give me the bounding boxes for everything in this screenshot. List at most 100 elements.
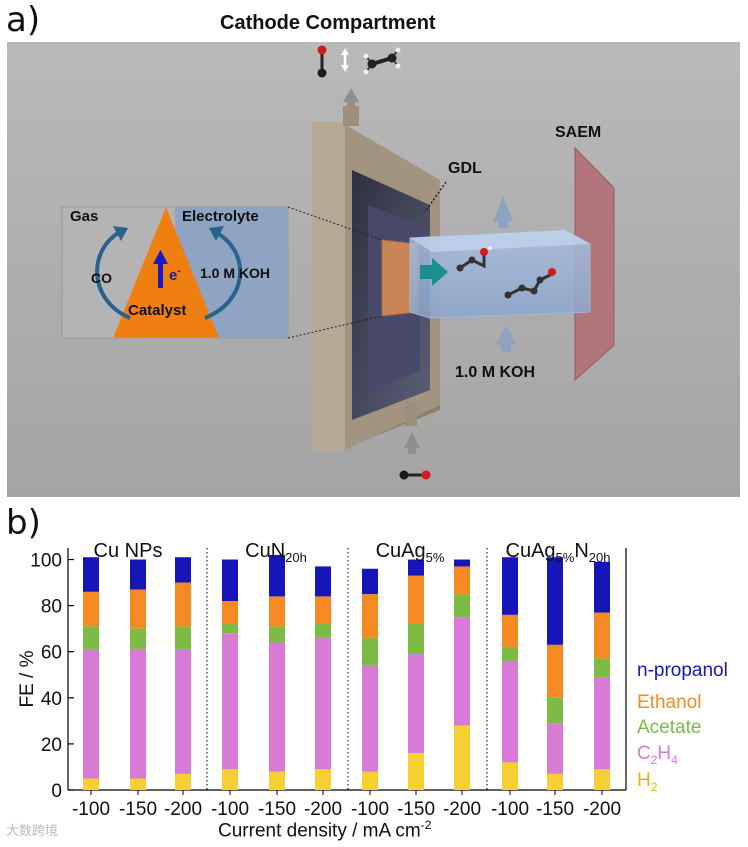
bar-segment-h <box>175 773 191 790</box>
bar-segment-acetate <box>222 624 238 634</box>
legend-h2-h: H <box>637 770 651 791</box>
up-arrow-koh <box>496 325 516 352</box>
bar-segment-n-propanol <box>83 557 99 592</box>
electron-sup: - <box>177 266 181 277</box>
bottom-pipe <box>405 402 417 426</box>
legend-c2h4-h: H <box>657 743 672 764</box>
bar-segment-h <box>454 725 470 790</box>
bar-segment-ethanol <box>269 596 285 627</box>
x-axis-label: Current density / mA cm-2 <box>218 818 431 842</box>
y-tick-label: 20 <box>41 735 62 756</box>
legend-ethanol: Ethanol <box>637 692 702 713</box>
bar-segment-ethanol <box>454 566 470 595</box>
watermark: 大数跨境 <box>6 823 59 838</box>
ethylene-molecule <box>363 47 401 75</box>
bar-segment-acetate <box>269 626 285 643</box>
group-title: CuAg5% <box>376 540 445 565</box>
double-arrow <box>341 48 349 72</box>
bar-segment-h <box>83 778 99 790</box>
bar-segment-ethanol <box>408 575 424 625</box>
up-arrow-bottom <box>404 432 420 454</box>
x-tick-label: -100 <box>72 799 110 820</box>
bar-segment-acetate <box>408 624 424 655</box>
inset-co-label: CO <box>91 270 112 286</box>
x-tick-label: -200 <box>443 799 481 820</box>
top-pipe <box>343 106 359 126</box>
bar-segment-c <box>175 649 191 774</box>
legend-c2h4-sub1: 2 <box>650 752 658 767</box>
y-tick-label: 100 <box>30 551 62 572</box>
bar-segment-ethanol <box>547 644 563 698</box>
bar-segment-h <box>362 771 378 790</box>
panel-a-title: Cathode Compartment <box>220 12 436 34</box>
bar-segment-ethanol <box>83 591 99 627</box>
bar-segment-c <box>130 649 146 779</box>
y-tick-label: 40 <box>41 689 62 710</box>
legend-c2h4-c: C <box>637 743 651 764</box>
bar-segment-n-propanol <box>362 568 378 595</box>
x-tick-label: -100 <box>211 799 249 820</box>
bar-segment-c <box>362 665 378 772</box>
propanol-molecule <box>504 268 556 299</box>
co-molecule-top <box>317 45 327 78</box>
bar-segment-n-propanol <box>408 559 424 576</box>
bar-segment-acetate <box>454 594 470 618</box>
bar-segment-ethanol <box>594 612 610 659</box>
x-tick-label: -150 <box>258 799 296 820</box>
bar-segment-n-propanol <box>594 561 610 613</box>
bar-segment-h <box>502 762 518 790</box>
electrolyte-curve-arrow <box>204 230 242 320</box>
bar-segment-acetate <box>83 626 99 650</box>
legend-acetate: Acetate <box>637 717 702 738</box>
x-axis-label-text: Current density / mA cm <box>218 820 421 842</box>
bar-segment-n-propanol <box>269 554 285 597</box>
bar-segment-acetate <box>594 658 610 678</box>
bar-segment-acetate <box>175 626 191 650</box>
inset-gas-label: Gas <box>70 208 99 225</box>
inset-koh-label: 1.0 M KOH <box>200 265 271 281</box>
bar-segment-n-propanol <box>130 559 146 590</box>
bar-segment-h <box>222 769 238 790</box>
group-title: CuAg5%N20h <box>506 540 611 565</box>
co-curve-arrow <box>95 230 131 320</box>
bar-segment-ethanol <box>502 614 518 648</box>
cathode-diagram <box>7 42 740 497</box>
x-tick-label: -150 <box>536 799 574 820</box>
fe-stacked-bar-chart: 020406080100-100-150-200-100-150-200-100… <box>30 540 627 820</box>
panel-a-label: a) <box>6 0 41 40</box>
x-tick-label: -150 <box>397 799 435 820</box>
legend-h2-sub: 2 <box>650 779 658 794</box>
cell-frame-front <box>312 122 345 450</box>
bar-segment-acetate <box>315 624 331 638</box>
bar-segment-c <box>222 633 238 770</box>
up-arrow-channel <box>493 196 513 228</box>
bar-segment-c <box>454 617 470 726</box>
inset-electron-label: e- <box>169 266 181 284</box>
bar-segment-h <box>408 753 424 790</box>
bar-segment-acetate <box>547 697 563 724</box>
saem-label: SAEM <box>555 124 602 141</box>
up-arrow-top <box>343 88 359 106</box>
group-title: CuN20h <box>245 540 307 565</box>
bar-segment-acetate <box>130 628 146 650</box>
x-tick-label: -200 <box>164 799 202 820</box>
bar-segment-n-propanol <box>547 557 563 645</box>
bar-segment-c <box>547 723 563 774</box>
ethanol-molecule <box>456 246 492 272</box>
bar-segment-h <box>269 771 285 790</box>
y-tick-label: 80 <box>41 597 62 618</box>
x-tick-label: -100 <box>491 799 529 820</box>
bar-segment-ethanol <box>222 601 238 625</box>
electron-text: e <box>169 267 178 284</box>
x-tick-label: -200 <box>304 799 342 820</box>
bar-segment-acetate <box>502 647 518 661</box>
bar-segment-n-propanol <box>454 559 470 567</box>
electron-arrow <box>158 262 163 288</box>
co-molecule-bottom <box>399 470 431 480</box>
bar-segment-h <box>594 769 610 790</box>
y-tick-label: 0 <box>51 781 62 802</box>
bar-segment-ethanol <box>362 594 378 638</box>
bar-segment-ethanol <box>315 596 331 625</box>
catalyst-triangle <box>113 207 219 338</box>
bar-segment-c <box>269 642 285 772</box>
